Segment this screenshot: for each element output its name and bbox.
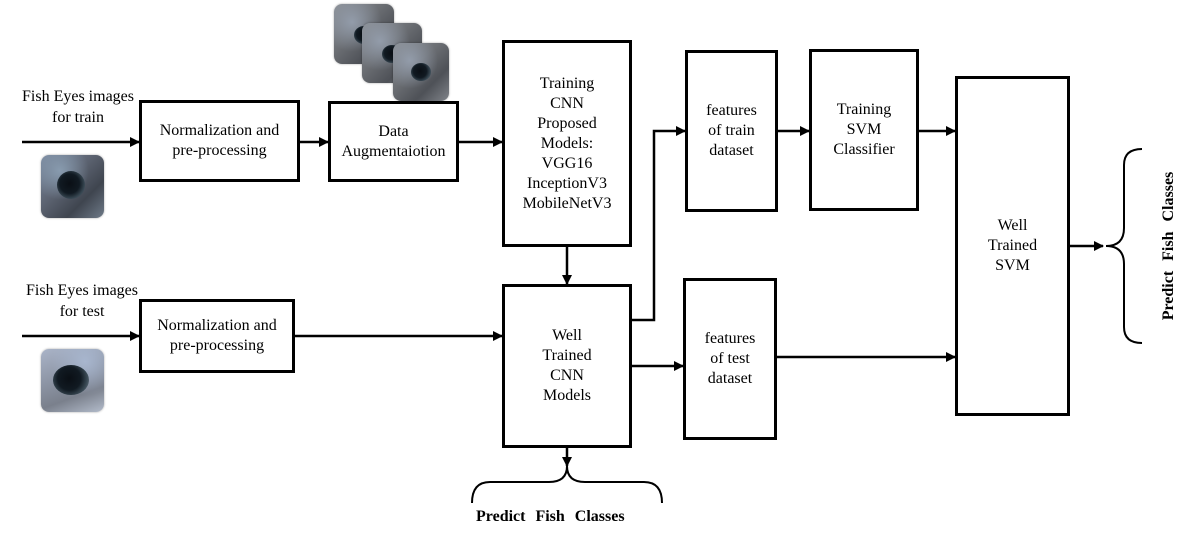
normalization-test-box: Normalization and pre-processing [139,299,295,373]
cnn-training-box: Training CNN Proposed Models: VGG16 Ince… [502,40,632,247]
predict-classes-right-label: Predict Fish Classes [1160,171,1177,321]
svm-training-box: Training SVM Classifier [809,49,919,211]
brace-bottom [471,465,663,504]
train-input-label: Fish Eyes images for train [22,88,134,126]
features-test-box: features of test dataset [683,278,777,440]
features-train-box: features of train dataset [685,50,778,212]
fish-eye-test-image [41,349,104,412]
fish-eye-train-image [41,155,104,218]
svm-trained-box: Well Trained SVM [955,76,1070,416]
test-input-label: Fish Eyes images for test [26,282,138,320]
data-augmentation-box: Data Augmentaiotion [328,101,459,182]
arrow-cnn-to-features-train [632,126,686,322]
cnn-trained-box: Well Trained CNN Models [502,284,632,448]
predict-classes-bottom-label: Predict Fish Classes [476,508,625,525]
normalization-train-box: Normalization and pre-processing [139,100,300,182]
brace-right [1105,148,1143,344]
